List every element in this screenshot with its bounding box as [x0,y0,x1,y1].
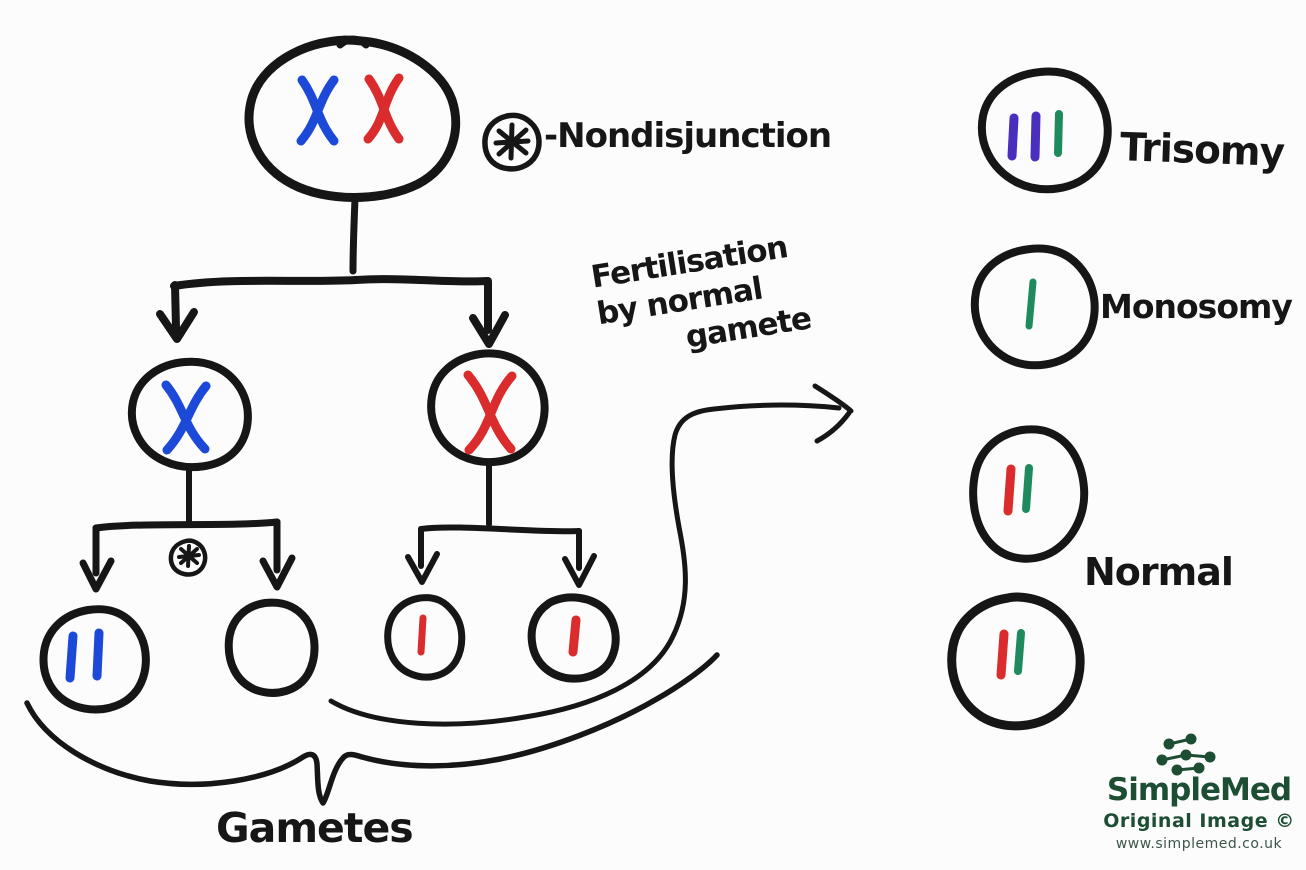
nondisjunction-legend-label: -Nondisjunction [544,116,832,156]
arrowhead-right-icon [814,410,852,444]
simplemed-branding: SimpleMed Original Image © www.simplemed… [1093,774,1305,852]
chromatid-red [568,615,581,657]
chromosome-red-x-icon [363,73,404,144]
first-division-branch [156,195,509,348]
brand-url: www.simplemed.co.uk [1115,835,1283,852]
chromatid-red [417,614,427,656]
chromosome-green [1014,629,1025,675]
simplemed-logo-icon [1156,733,1216,776]
gamete-cell-red-2 [527,593,620,683]
legend-asterisk-icon [482,112,542,172]
second-division-branch-right [405,462,597,588]
gamete-cell-empty [224,598,319,697]
chromosome-green [1022,464,1033,513]
chromosome-red [1003,464,1016,516]
gametes-brace [24,652,720,806]
trisomy-cell [978,67,1112,194]
pen-overlap-notch [336,35,370,49]
brand-name: SimpleMed [1106,772,1292,808]
second-division-branch-left [79,464,296,593]
nondisjunction-asterisk-icon [168,538,208,577]
chromosome-purple [1007,113,1019,161]
chromosome-purple [1030,111,1041,162]
normal-label: Normal [1084,550,1234,594]
chromatid-blue [65,631,78,683]
monosomy-cell [970,244,1099,370]
arrowhead-down-icon [259,554,296,591]
arrowhead-down-icon [405,551,440,585]
legend-separator: - [544,116,558,156]
monosomy-label: Monosomy [1100,287,1293,326]
normal-cell-1 [969,425,1089,563]
chromosome-blue-x-icon [161,380,211,455]
fertilisation-arrow [328,383,854,727]
chromatid-blue [92,628,104,681]
gamete-cell-red-1 [384,594,466,681]
trisomy-label: Trisomy [1119,125,1285,176]
chromosome-red [996,629,1009,680]
parent-cell [244,35,461,202]
daughter-cell-left [127,357,252,472]
gametes-label: Gametes [216,804,414,852]
gamete-cell-disomic [39,605,150,714]
daughter-cell-right [427,349,549,466]
nondisjunction-text: Nondisjunction [557,116,832,156]
arrowhead-down-icon [156,308,198,343]
chromosome-green [1025,278,1037,330]
chromosome-red-x-icon [463,370,517,455]
chromosome-blue-x-icon [296,75,339,146]
arrowhead-down-icon [469,311,509,348]
normal-cell-2 [947,592,1085,731]
brand-note: Original Image © [1103,809,1295,832]
arrowhead-down-icon [562,553,597,588]
arrowhead-right-icon [812,383,854,414]
chromosome-green [1054,110,1063,157]
arrowhead-down-icon [79,557,115,593]
